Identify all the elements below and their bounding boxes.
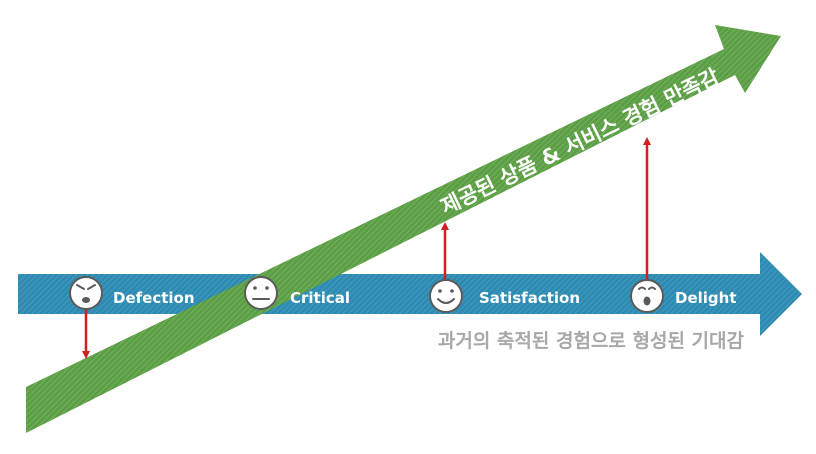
stage-critical: Critical: [244, 276, 350, 310]
stage-label-critical: Critical: [290, 289, 350, 307]
sad-face-icon: [69, 276, 103, 310]
stage-defection: Defection: [69, 276, 195, 310]
surprised-face-icon: [630, 279, 664, 313]
stage-label-delight: Delight: [675, 289, 737, 307]
stage-satisfaction: Satisfaction: [429, 279, 580, 313]
stage-delight: Delight: [630, 279, 737, 313]
stage-label-defection: Defection: [113, 289, 195, 307]
satisfaction-arrow-label: 제공된 상품 & 서비스 경험 만족감: [437, 64, 723, 219]
neutral-face-icon: [244, 276, 278, 310]
satisfaction-arrow: [26, 25, 781, 433]
expectation-arrow: [18, 252, 802, 336]
stage-label-satisfaction: Satisfaction: [479, 289, 580, 307]
baseline-caption: 과거의 축적된 경험으로 형성된 기대감: [438, 330, 745, 352]
smile-face-icon: [429, 279, 463, 313]
